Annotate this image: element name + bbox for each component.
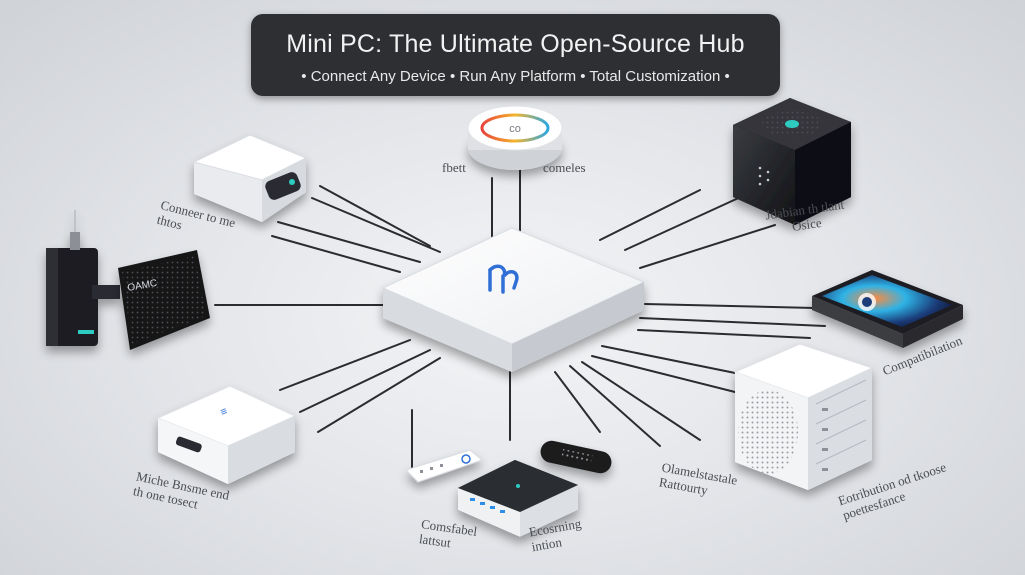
label-fbett: fbett [442,160,466,175]
page-title: Mini PC: The Ultimate Open-Source Hub [286,30,745,58]
speaker-grille-device[interactable]: OAMC [118,250,210,350]
white-box-device[interactable] [192,134,308,222]
dock-mark-icon: ≡ [219,405,229,418]
smart-speaker-device[interactable]: co [467,105,563,170]
page-subtitle: • Connect Any Device • Run Any Platform … [301,68,730,85]
dark-cube-device[interactable] [733,98,851,225]
connection-line [581,361,701,441]
tablet-device[interactable] [812,270,963,348]
speaker-text: co [509,123,521,135]
remote-device[interactable] [405,449,484,483]
connection-line [644,303,816,309]
connection-line [624,194,746,251]
led-ring-icon [480,113,550,143]
connection-line [591,355,736,393]
storage-tower-device[interactable] [733,343,874,490]
white-dock-device[interactable]: ≡ [156,385,297,484]
connection-line [601,345,746,376]
connection-line [319,185,431,247]
connection-line [599,189,701,241]
mini-controller-device[interactable] [458,460,578,537]
connection-line [271,235,401,273]
connection-lines [214,169,826,471]
label-comeles: comeles [543,160,586,175]
usb-stick-device[interactable] [46,210,120,346]
speaker-grille-text: OAMC [127,278,158,294]
hub-logo-icon [488,264,519,294]
connection-line [311,197,441,253]
connection-line [554,371,601,433]
status-light-icon [785,120,799,128]
connection-line [279,339,411,391]
pill-device[interactable] [538,439,613,475]
connection-line [639,224,776,269]
connection-line [569,365,661,447]
connection-line [299,349,431,413]
connection-line [277,221,421,263]
title-banner: Mini PC: The Ultimate Open-Source Hub • … [251,14,780,96]
central-hub[interactable] [381,227,646,372]
connection-line [317,357,441,433]
connection-line [637,329,811,339]
connection-line [639,317,826,327]
